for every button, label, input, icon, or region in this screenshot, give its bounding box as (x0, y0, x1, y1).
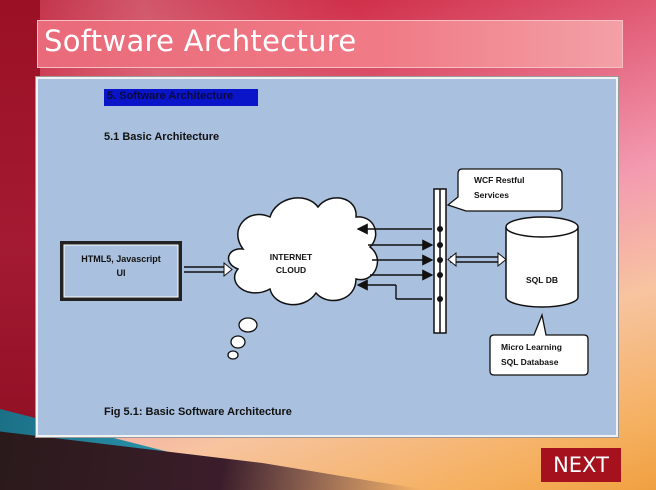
db-note-line2: SQL Database (501, 357, 559, 367)
cloud-line2: CLOUD (276, 265, 306, 275)
cloud-line1: INTERNET (270, 252, 313, 262)
figure-heading: 5. Software Architecture (107, 90, 234, 102)
slide-title: Software Archtecture (44, 24, 357, 58)
db-label: SQL DB (526, 275, 558, 285)
ui-box-line2: UI (117, 268, 126, 278)
db-note-line1: Micro Learning (501, 342, 562, 352)
figure-caption: Fig 5.1: Basic Software Architecture (104, 406, 292, 418)
background-left-band (0, 0, 40, 490)
bar-db-arrow (447, 251, 507, 268)
sql-db-cylinder: SQL DB (505, 216, 579, 308)
wcf-line1: WCF Restful (474, 175, 525, 185)
wcf-callout: WCF Restful Services (446, 168, 563, 212)
ui-box: HTML5, Javascript UI (60, 241, 182, 301)
db-note-callout: Micro Learning SQL Database (489, 312, 589, 376)
title-bar: Software Archtecture (37, 20, 623, 68)
figure-panel: 5. Software Architecture 5.1 Basic Archi… (36, 77, 618, 437)
architecture-diagram: HTML5, Javascript UI INTERNET CLOUD (60, 168, 589, 376)
wcf-line2: Services (474, 190, 509, 200)
service-bar (433, 188, 447, 334)
ui-box-line1: HTML5, Javascript (81, 254, 161, 264)
figure-subheading: 5.1 Basic Architecture (104, 131, 220, 143)
cloud-service-arrows (356, 223, 434, 300)
ui-cloud-arrow (184, 261, 233, 278)
internet-cloud: INTERNET CLOUD (227, 197, 379, 360)
heading-highlight (104, 89, 258, 106)
next-button[interactable]: NEXT (541, 448, 621, 482)
